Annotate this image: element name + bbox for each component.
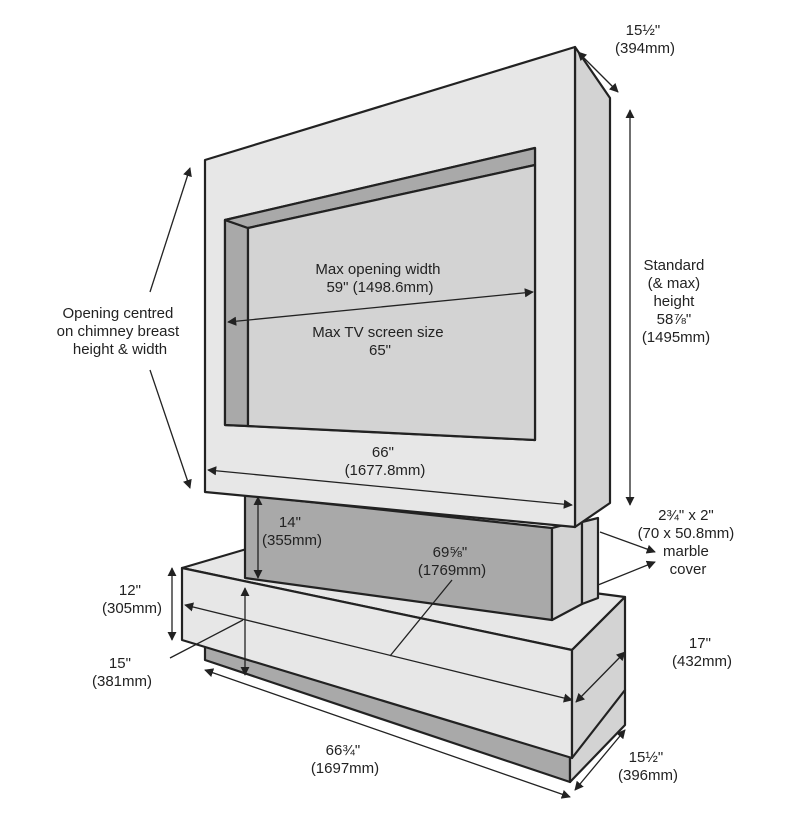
dimension-lines <box>149 51 656 799</box>
opening-width-label: Max opening width 59" (1498.6mm) <box>315 261 444 296</box>
base-depth-mid-label: 17" (432mm) <box>672 635 732 670</box>
depth-bottom-label: 15½" (396mm) <box>618 749 678 784</box>
height-label: Standard (& max) height 58⅞" (1495mm) <box>642 257 710 346</box>
depth-top-label: 15½" (394mm) <box>615 22 675 57</box>
base-width-label: 66¾" (1697mm) <box>311 742 379 777</box>
mid-height-label: 14" (355mm) <box>262 514 322 549</box>
base-height-label: 12" (305mm) <box>102 582 162 617</box>
marble-cover-label: 2¾" x 2" (70 x 50.8mm) marble cover <box>638 507 739 578</box>
marble-cover <box>580 516 600 606</box>
tv-size-label: Max TV screen size 65" <box>312 324 448 359</box>
middle-side-face <box>550 518 584 622</box>
opening-centred-label: Opening centred on chimney breast height… <box>57 305 184 358</box>
width-top-label: 66" (1677.8mm) <box>345 444 426 479</box>
mid-width-label: 69⅝" (1769mm) <box>418 544 486 579</box>
chimney-breast <box>203 45 612 529</box>
base-step-label: 15" (381mm) <box>92 655 152 690</box>
opening-left-wall <box>223 218 250 428</box>
breast-side-face <box>573 45 612 529</box>
